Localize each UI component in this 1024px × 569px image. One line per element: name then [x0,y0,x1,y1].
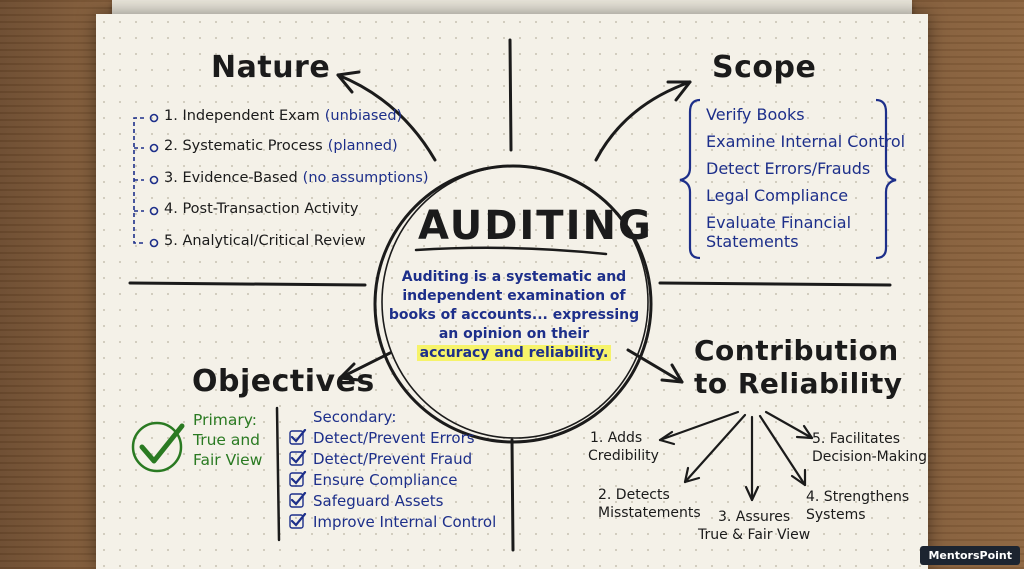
secondary-heading: Secondary: [313,408,397,426]
nature-heading: Nature [211,50,331,85]
center-definition: Auditing is a systematic and independent… [383,268,645,363]
contribution-item-line: 4. Strengthens [806,489,910,505]
secondary-item: Detect/Prevent Errors [289,428,475,447]
definition-line: an opinion on their [438,326,590,342]
nature-item: 4. Post-Transaction Activity [164,201,358,217]
scope-heading: Scope [712,50,817,85]
contribution-item-line: 5. Facilitates [812,431,900,447]
nature-item-note: (no assumptions) [302,170,429,186]
nature-item-text: 3. Evidence-Based [164,170,298,186]
definition-highlight: accuracy and reliability. [416,345,612,361]
divider-left [128,281,367,287]
arrow-to-objectives [338,351,392,380]
nature-item: 2. Systematic Process(planned) [164,138,398,154]
objectives-primary: Primary: True and Fair View [193,410,262,470]
nature-item: 1. Independent Exam(unbiased) [164,108,402,124]
contribution-item-line: 1. Adds [590,430,643,446]
brand-badge: MentorsPoint [920,546,1020,565]
secondary-item-text: Detect/Prevent Fraud [313,450,473,468]
scope-item: Evaluate Financial [706,213,852,232]
center-title: AUDITING [418,203,653,249]
secondary-item-text: Detect/Prevent Errors [313,429,475,447]
secondary-item-text: Safeguard Assets [313,492,444,510]
contribution-item-line: Credibility [588,448,659,464]
contribution-item-line: 3. Assures [718,509,791,525]
contribution-item-line: Misstatements [598,505,701,521]
contribution-item-line: Systems [806,507,866,523]
definition-line: books of accounts... expressing [388,307,640,323]
check-icon [289,491,307,508]
check-icon [289,428,307,445]
secondary-item-text: Improve Internal Control [313,513,497,531]
primary-line: Fair View [193,451,263,469]
contribution-heading: Contribution to Reliability [694,334,902,400]
nature-item-note: (planned) [327,138,398,154]
scope-item: Verify Books [706,105,805,124]
nature-item-text: 5. Analytical/Critical Review [164,233,366,249]
secondary-item: Safeguard Assets [289,491,444,510]
nature-item: 3. Evidence-Based(no assumptions) [164,170,428,186]
arrow-to-nature [336,73,437,162]
arrow-to-contribution [626,348,684,384]
primary-check-icon [131,421,185,473]
scope-item: Examine Internal Control [706,132,906,151]
nature-item-text: 4. Post-Transaction Activity [164,201,359,217]
contribution-item-line: True & Fair View [698,527,811,543]
divider-right [658,281,892,287]
check-icon [289,470,307,487]
check-icon [289,512,307,529]
nature-item: 5. Analytical/Critical Review [164,233,366,249]
scope-item: Statements [706,232,799,251]
secondary-item: Detect/Prevent Fraud [289,449,473,468]
scope-braces [679,98,897,260]
scope-item: Detect Errors/Frauds [706,159,871,178]
definition-line: Auditing is a systematic and [401,269,627,285]
divider-bottom [510,438,515,552]
contribution-heading-line: Contribution [694,334,899,367]
scope-item: Legal Compliance [706,186,849,205]
nature-item-text: 1. Independent Exam [164,108,320,124]
contribution-item-line: 2. Detects [598,487,670,503]
contribution-item-line: Decision-Making [812,449,928,465]
check-icon [289,449,307,466]
divider-top [508,38,513,152]
nature-item-text: 2. Systematic Process [164,138,323,154]
secondary-item: Ensure Compliance [289,470,458,489]
contribution-heading-line: to Reliability [694,367,903,400]
divider-objectives [275,406,281,542]
primary-line: True and [193,431,261,449]
arrow-to-scope [594,80,692,162]
primary-line: Primary: [193,411,257,429]
nature-item-note: (unbiased) [324,108,403,124]
secondary-item-text: Ensure Compliance [313,471,458,489]
scope-list: Verify Books Examine Internal Control De… [706,105,905,251]
objectives-heading: Objectives [192,364,375,399]
definition-line: independent examination of [402,288,626,304]
secondary-item: Improve Internal Control [289,512,497,531]
